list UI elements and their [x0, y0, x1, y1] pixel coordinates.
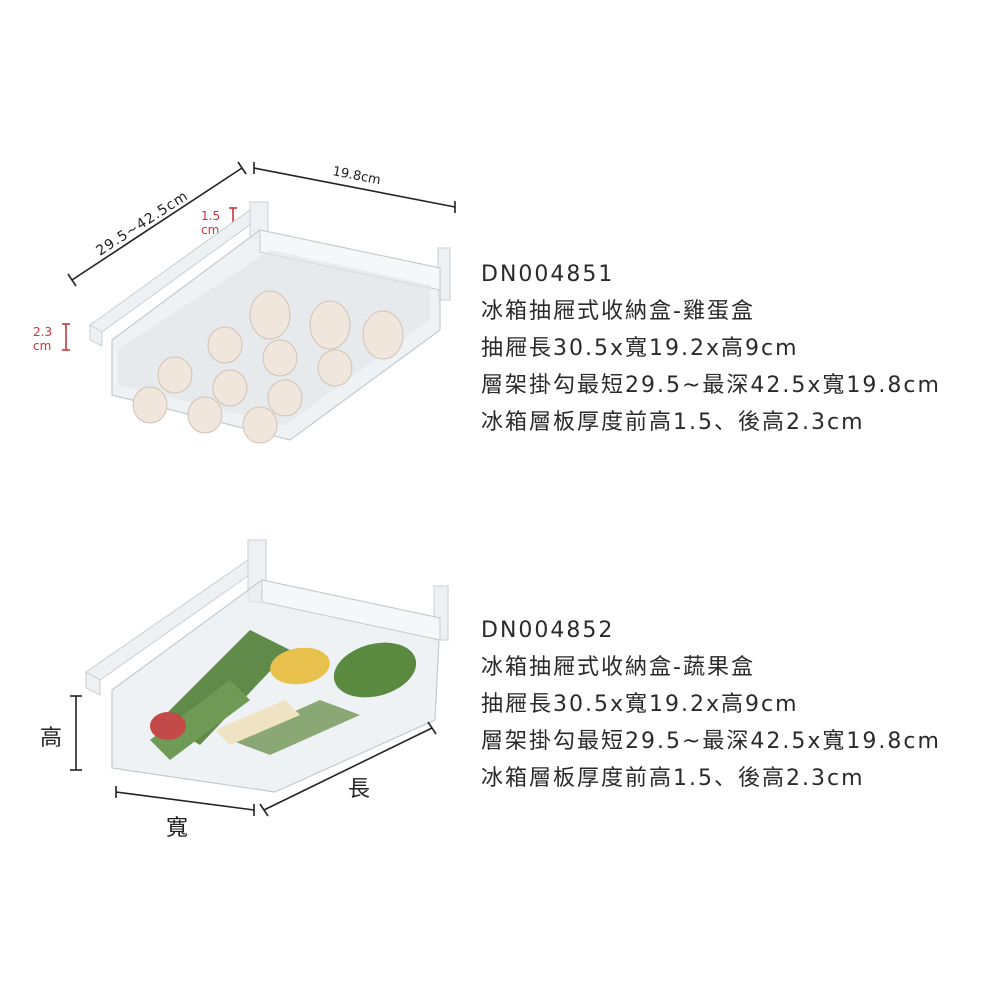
egg-box-illustration: 29.5~42.5cm 19.8cm 1.5 cm 2.3 cm — [33, 161, 456, 444]
depth-label: 29.5~42.5cm — [93, 188, 191, 259]
spec-drawer-size: 抽屜長30.5x寬19.2x高9cm — [481, 692, 799, 717]
product-name: 冰箱抽屜式收納盒-蔬果盒 — [481, 655, 755, 680]
produce — [150, 630, 417, 760]
spec-hook-range: 層架掛勾最短29.5~最深42.5x寬19.8cm — [481, 729, 941, 754]
width-label: 寬 — [166, 816, 188, 841]
height-label: 高 — [40, 726, 62, 751]
vegetable-box-specs: DN004852 冰箱抽屜式收納盒-蔬果盒 抽屜長30.5x寬19.2x高9cm… — [481, 612, 941, 797]
rear-thickness-unit: cm — [33, 339, 51, 353]
spec-hook-range: 層架掛勾最短29.5~最深42.5x寬19.8cm — [481, 373, 941, 398]
rear-thickness-value: 2.3 — [33, 325, 52, 339]
product-name: 冰箱抽屜式收納盒-雞蛋盒 — [481, 299, 755, 324]
width-dimension-line — [253, 162, 456, 213]
spec-shelf-thickness: 冰箱層板厚度前高1.5、後高2.3cm — [481, 766, 865, 791]
length-label: 長 — [348, 777, 370, 802]
product-egg-box: 29.5~42.5cm 19.8cm 1.5 cm 2.3 cm — [0, 150, 1000, 470]
length-dimension-line — [259, 721, 437, 817]
spec-shelf-thickness: 冰箱層板厚度前高1.5、後高2.3cm — [481, 410, 865, 435]
shelf-rail — [89, 201, 451, 347]
depth-dimension-line — [67, 161, 247, 287]
height-dimension-line — [70, 695, 82, 771]
front-thickness-unit: cm — [201, 223, 219, 237]
vegetable-box-illustration: 高 寬 長 — [40, 539, 449, 841]
eggs — [132, 290, 404, 444]
width-dimension-line — [115, 786, 255, 816]
model-number: DN004852 — [481, 618, 615, 643]
model-number: DN004851 — [481, 262, 615, 287]
rear-thickness-marker — [62, 323, 70, 351]
spec-drawer-size: 抽屜長30.5x寬19.2x高9cm — [481, 336, 799, 361]
front-thickness-value: 1.5 — [201, 209, 220, 223]
egg-box-specs: DN004851 冰箱抽屜式收納盒-雞蛋盒 抽屜長30.5x寬19.2x高9cm… — [481, 256, 941, 441]
product-vegetable-box: 高 寬 長 DN004852 冰箱抽屜式收納盒-蔬果盒 抽屜長30.5x寬19.… — [0, 530, 1000, 860]
